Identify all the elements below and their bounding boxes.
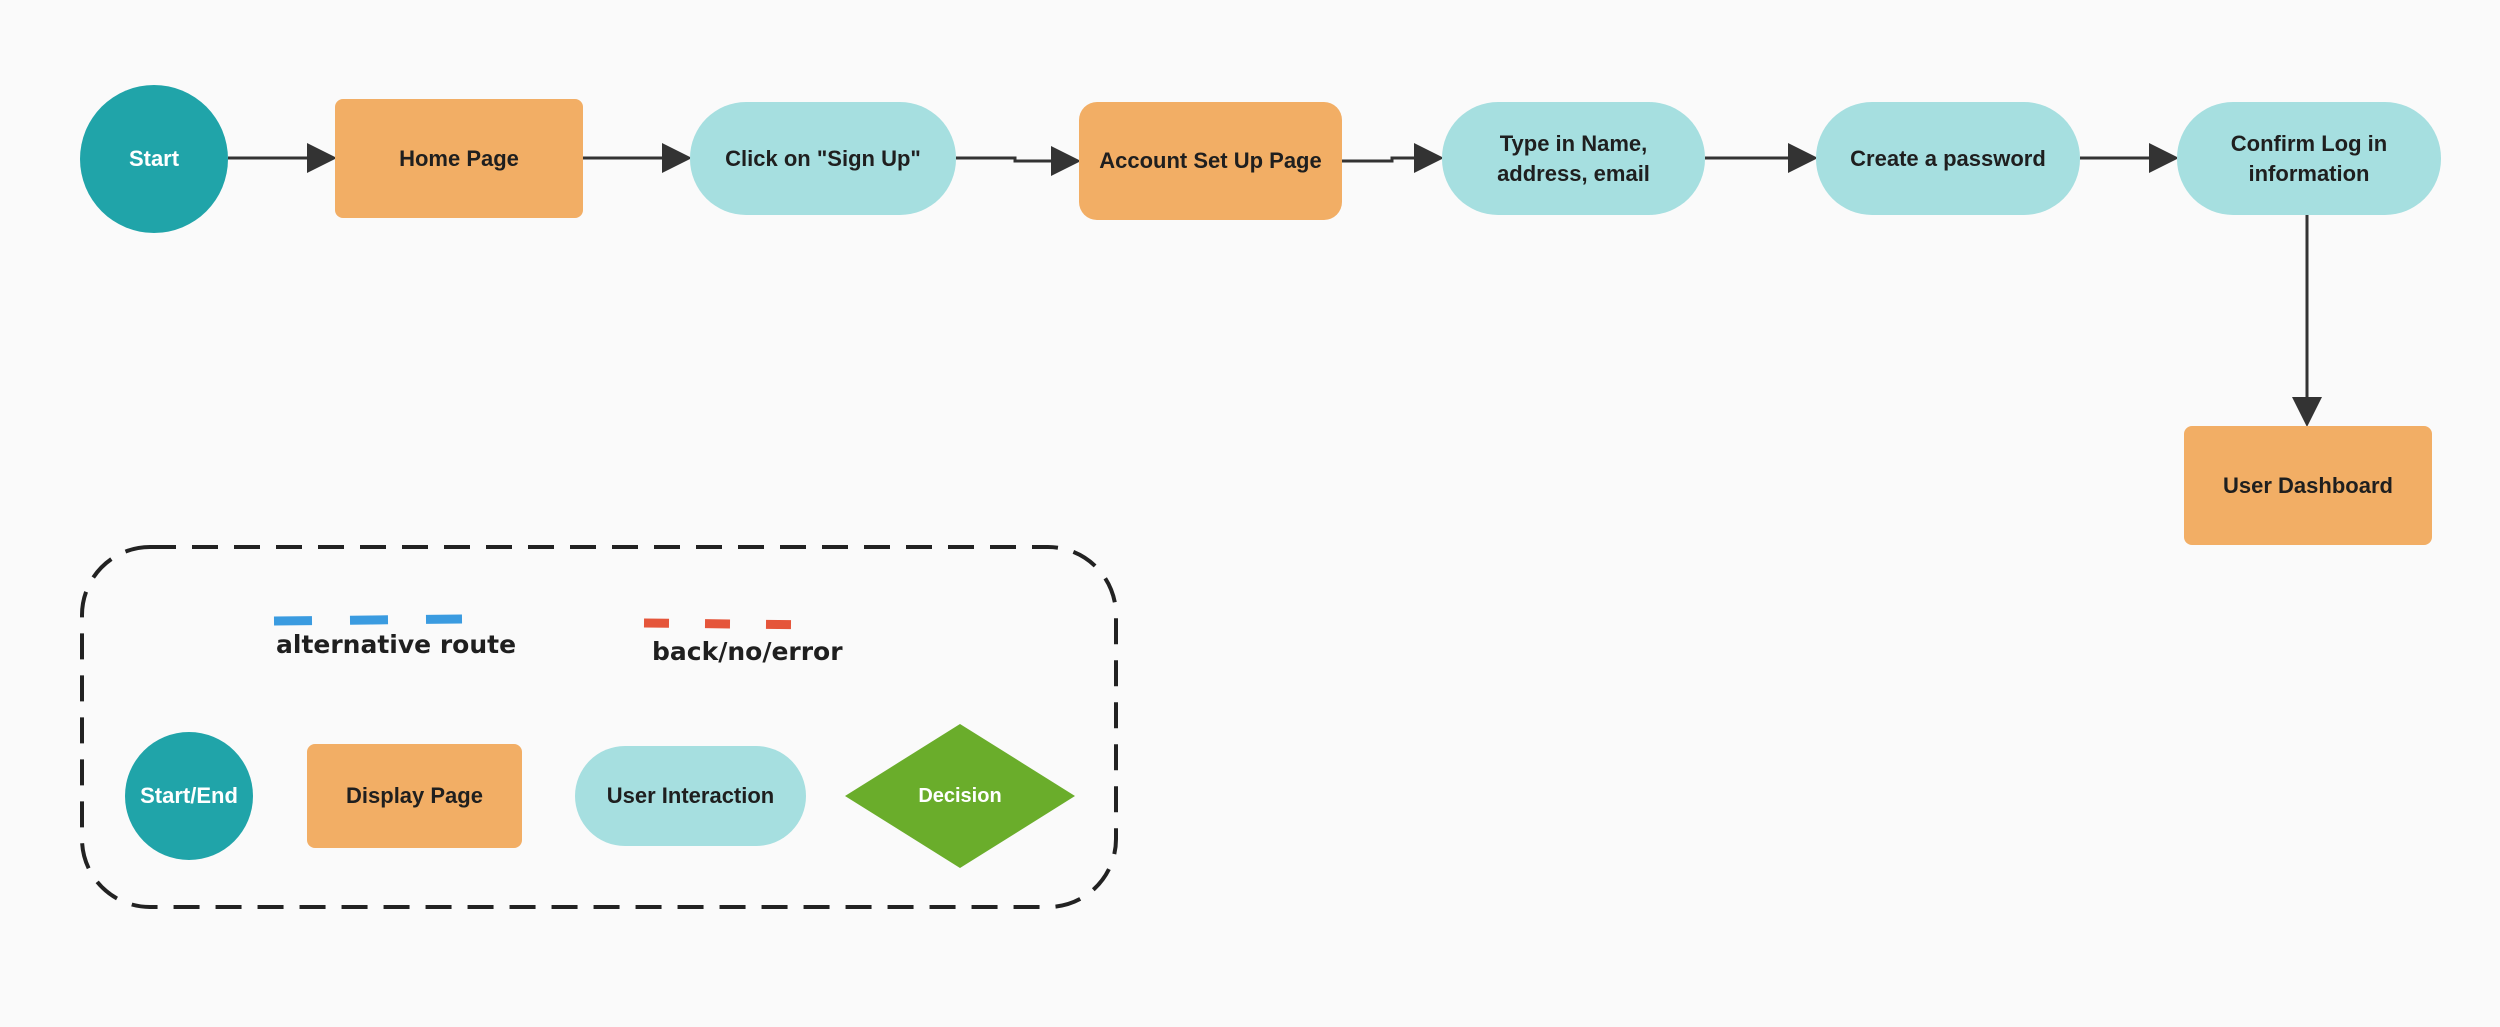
back-no-error-label: back/no/error [652,637,843,666]
decision-diamond [845,724,1075,868]
alternative-route-label: alternative route [276,630,517,659]
confirm-login-node[interactable]: Confirm Log in information [2177,102,2441,215]
type-in-name-label: Type in Name, address, email [1497,130,1650,186]
home-page-label: Home Page [399,145,519,171]
create-password-label: Create a password [1850,145,2046,171]
confirm-login-label: Confirm Log in information [2230,130,2388,186]
legend-user-interaction: User Interaction [575,746,806,846]
legend-start-end: Start/End [125,732,253,860]
click-sign-up-node[interactable]: Click on "Sign Up" [690,102,956,215]
start-label: Start [128,146,180,171]
account-setup-label: Account Set Up Page [1099,148,1322,173]
legend-user-interaction-label: User Interaction [606,783,775,808]
start-node[interactable]: Start [80,85,228,233]
back-no-error-line [643,618,823,630]
legend-display-page: Display Page [307,744,522,848]
user-dashboard-label: User Dashboard [2223,472,2393,498]
click-sign-up-label: Click on "Sign Up" [725,145,921,171]
arrow-account-to-typename [1342,143,1444,173]
legend-box [80,545,1118,909]
create-password-node[interactable]: Create a password [1816,102,2080,215]
legend-decision-label: Decision [918,784,1002,807]
user-dashboard-node[interactable]: User Dashboard [2184,426,2432,545]
alternative-route-line [273,614,463,626]
arrow-signup-to-account [956,146,1081,176]
type-in-name-node[interactable]: Type in Name, address, email [1442,102,1705,215]
account-setup-node[interactable]: Account Set Up Page [1079,102,1342,220]
legend-start-end-label: Start/End [140,783,238,808]
home-page-node[interactable]: Home Page [335,99,583,218]
legend-display-page-label: Display Page [346,783,483,808]
